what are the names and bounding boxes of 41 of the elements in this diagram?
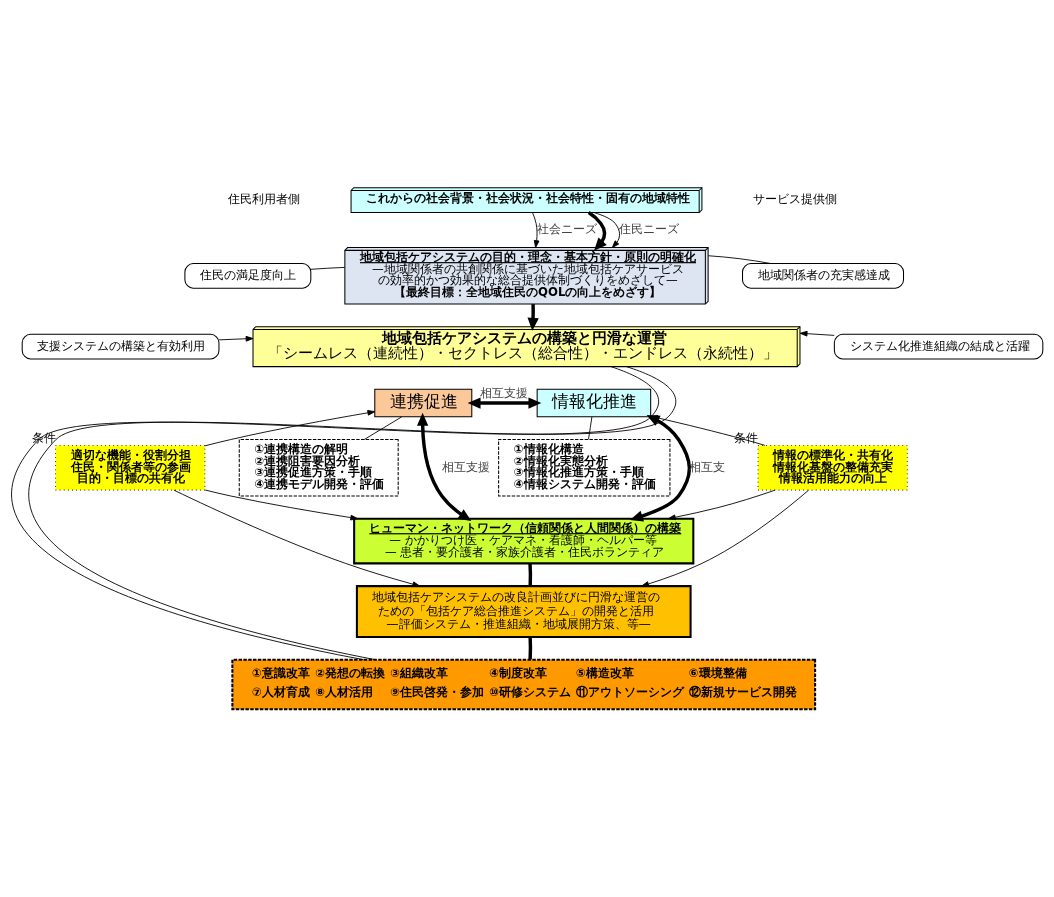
connector <box>363 416 403 440</box>
arrow <box>416 412 472 521</box>
edge-label: 相互支援 <box>480 386 529 401</box>
arrow <box>527 304 539 331</box>
node-label: 条件 <box>31 430 56 445</box>
connector <box>528 637 533 660</box>
edge-label: 相互支援 <box>441 459 490 474</box>
arrow <box>587 211 607 251</box>
arrow <box>593 212 620 248</box>
arrow <box>467 397 542 409</box>
arrow <box>650 415 766 446</box>
arrow <box>173 489 421 587</box>
connector <box>707 255 771 264</box>
arrow <box>630 414 692 522</box>
node-box: システム化推進組織の結成と活躍 <box>833 333 1044 360</box>
arrow <box>641 489 810 587</box>
arrow <box>532 212 540 248</box>
node-box: ①連携構造の解明 ②連携阻害要因分析 ③連携促進方策・手順 ④連携モデル開発・評価 <box>238 439 399 497</box>
node-box: ①意識改革 ②発想の転換 ③組織改革 ④制度改革 ⑤構造改革 ⑥環境整備 ⑦人材育成 ⑧人材活用 ⑨住民啓発・参加 ⑩研修システム ⑪アウトソーシング ⑫新規サービス開発 <box>231 658 817 711</box>
label: サービス提供側 <box>753 192 838 207</box>
arrow <box>218 335 254 342</box>
node-box: ヒューマン・ネットワーク（信頼関係と人間関係）の構築 — かかりつけ医・ケアマネ・看護師・ヘルパー等 — 患者・要介護者・家族介護者・住民ボランティア <box>353 517 695 565</box>
node-box: 情報化推進 <box>536 388 652 418</box>
connector <box>310 266 346 270</box>
connector <box>588 416 593 440</box>
arrow <box>204 489 359 521</box>
node-box: 支援システムの構築と有効利用 <box>21 333 220 360</box>
arrow <box>204 409 376 447</box>
edge-label: 社会ニーズ <box>536 221 597 236</box>
node-box: 情報の標準化・共有化 情報化基盤の整備充実 情報活用能力の向上 <box>757 444 908 491</box>
arrow <box>667 489 776 521</box>
node-box: 適切な機能・役割分担 住民・関係者等の参画 目的・目標の共有化 <box>55 444 206 491</box>
arrow <box>799 330 835 337</box>
node-box: ①情報化構造 ②情報化実態分析 ③情報化推進方策・手順 ④情報システム開発・評価 <box>498 439 671 497</box>
node-box: 住民の満足度向上 <box>184 262 312 289</box>
label: 住民利用者側 <box>228 192 301 207</box>
node-box: 連携促進 <box>374 388 473 418</box>
node-box: 地域包括ケアシステムの改良計画並びに円滑な運営のための「包括ケア総合推進システム」の開発と活用 —評価システム・推進組織・地域展開方策、等— <box>355 585 692 639</box>
edge-label: 住民ニーズ <box>619 221 680 236</box>
connector <box>528 563 533 586</box>
node-box: 地域関係者の充実感達成 <box>742 262 905 289</box>
